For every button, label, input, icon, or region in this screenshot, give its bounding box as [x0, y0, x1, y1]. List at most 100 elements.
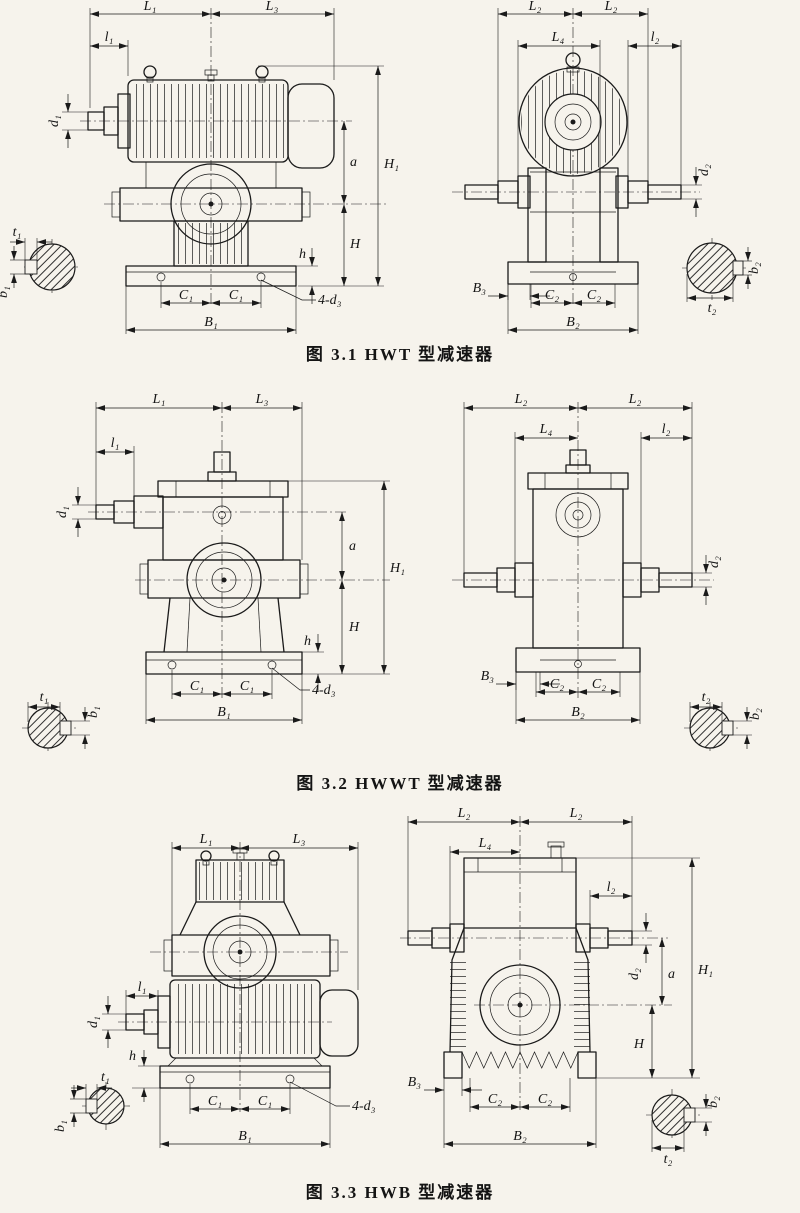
dim-label-C2a: C₂ [550, 677, 564, 692]
dim-label-B3: B₃ [408, 1075, 422, 1090]
dim-label-d1: d₁ [47, 115, 62, 127]
dim-label-B1: B₁ [217, 705, 230, 720]
dim-label-a: a [350, 155, 357, 170]
figure-3-1: L₁ L₃ l₁ d₁ a H H₁ h C₁ C₁ B₁ 4-d₃ [0, 0, 762, 364]
fig3-key-section-right: b₂ t₂ [646, 1089, 721, 1167]
dim-label-l1: l₁ [138, 980, 147, 995]
dim-label-C2b: C₂ [592, 677, 606, 692]
dim-label-h: h [299, 247, 306, 262]
dim-label-t2: t₂ [664, 1152, 673, 1167]
fig2-front-dimensions: L₁ L₃ l₁ d₁ a H H₁ h C₁ C₁ B₁ 4-d₃ [55, 392, 405, 724]
dim-label-B1: B₁ [238, 1129, 251, 1144]
dim-label-h: h [129, 1049, 136, 1064]
dim-label-t1: t₁ [101, 1070, 110, 1085]
dim-label-C2b: C₂ [538, 1092, 552, 1107]
figure-3-3: L₁ L₃ l₁ d₁ h C₁ C₁ B₁ 4-d₃ t₁ b₁ [53, 806, 721, 1202]
dim-label-C2a: C₂ [488, 1092, 502, 1107]
dim-label-B3: B₃ [473, 281, 487, 296]
dim-label-b2: b₂ [747, 262, 762, 274]
fig1-side-view [452, 8, 700, 306]
dim-label-t1: t₁ [40, 690, 49, 705]
dim-label-L4: L₄ [551, 30, 565, 45]
dim-label-L2a: L₂ [514, 392, 528, 407]
dim-label-H: H [633, 1037, 645, 1052]
fig1-front-dimensions: L₁ L₃ l₁ d₁ a H H₁ h C₁ C₁ B₁ 4-d₃ [47, 0, 399, 334]
dim-label-B2: B₂ [571, 705, 585, 720]
dim-label-d2: d₂ [627, 968, 642, 980]
figure-3-2: L₁ L₃ l₁ d₁ a H H₁ h C₁ C₁ B₁ 4-d₃ t₁ [22, 392, 763, 793]
dim-label-L1: L₁ [152, 392, 166, 407]
fig2-key-section-right: t₂ b₂ [684, 690, 763, 754]
fig2-key-section-left: t₁ b₁ [22, 690, 101, 754]
dim-label-b1: b₁ [86, 706, 101, 718]
fig2-front-view [88, 402, 390, 700]
figure-caption-3-3: 图 3.3 HWB 型减速器 [306, 1182, 495, 1202]
dim-label-d2: d₂ [707, 556, 722, 568]
fig1-front-view [80, 8, 386, 306]
dim-label-L2a: L₂ [457, 806, 471, 821]
fig3-front-dimensions: L₁ L₃ l₁ d₁ h C₁ C₁ B₁ 4-d₃ [86, 832, 376, 1148]
fig2-side-view [452, 402, 714, 700]
dim-label-L2b: L₂ [569, 806, 583, 821]
fig3-side-dimensions: L₂ L₂ L₄ l₂ d₂ a H₁ H B₃ C₂ C₂ B₂ [408, 806, 713, 1148]
dim-label-b2: b₂ [748, 708, 763, 720]
dim-label-H: H [349, 237, 361, 252]
dim-label-C2a: C₂ [545, 288, 559, 303]
dim-label-d1: d₁ [55, 506, 70, 518]
figure-caption-3-1: 图 3.1 HWT 型减速器 [306, 344, 494, 364]
fig2-side-dimensions: L₂ L₂ L₄ l₂ d₂ B₃ C₂ C₂ B₂ [463, 392, 722, 724]
dim-label-H1: H₁ [383, 157, 399, 172]
dim-label-4d3: 4-d₃ [318, 293, 342, 308]
dim-label-a: a [349, 539, 356, 554]
dim-label-l1: l₁ [105, 30, 114, 45]
fig3-key-section-left: t₁ b₁ [53, 1070, 130, 1132]
dim-label-B3: B₃ [481, 669, 495, 684]
dim-label-h: h [304, 634, 311, 649]
dim-label-l2: l₂ [662, 422, 671, 437]
dim-label-C1b: C₁ [258, 1094, 272, 1109]
dim-label-t1: t₁ [13, 225, 22, 240]
figure-caption-3-2: 图 3.2 HWWT 型减速器 [296, 773, 503, 793]
dim-label-H: H [348, 620, 360, 635]
dim-label-d1: d₁ [86, 1016, 101, 1028]
fig1-key-section-right: b₂ t₂ [682, 238, 762, 316]
fig3-side-view [400, 816, 672, 1110]
dim-label-H1: H₁ [697, 963, 713, 978]
dim-label-4d3: 4-d₃ [352, 1099, 376, 1114]
fig1-side-dimensions: L₂ L₂ L₄ l₂ d₂ B₃ C₂ C₂ B₂ [473, 0, 712, 334]
dim-label-l2: l₂ [607, 880, 616, 895]
dim-label-B2: B₂ [566, 315, 580, 330]
dim-label-L2a: L₂ [528, 0, 542, 14]
dim-label-L4: L₄ [539, 422, 553, 437]
dim-label-B1: B₁ [204, 315, 217, 330]
dim-label-L2b: L₂ [628, 392, 642, 407]
dim-label-C1a: C₁ [190, 679, 204, 694]
dim-label-d2: d₂ [697, 164, 712, 176]
dim-label-C1b: C₁ [240, 679, 254, 694]
dim-label-a: a [668, 967, 675, 982]
dim-label-H1: H₁ [389, 561, 405, 576]
dim-label-b2: b₂ [706, 1096, 721, 1108]
dim-label-C1a: C₁ [179, 288, 193, 303]
dim-label-C1a: C₁ [208, 1094, 222, 1109]
dim-label-4d3: 4-d₃ [312, 683, 336, 698]
dim-label-l1: l₁ [111, 436, 120, 451]
dim-label-C1b: C₁ [229, 288, 243, 303]
dim-label-L1: L₁ [199, 832, 213, 847]
dim-label-b1: b₁ [0, 286, 11, 298]
dim-label-B2: B₂ [513, 1129, 527, 1144]
dim-label-L3: L₃ [292, 832, 306, 847]
dim-label-t2: t₂ [708, 301, 717, 316]
dim-label-L3: L₃ [255, 392, 269, 407]
dim-label-l2: l₂ [651, 30, 660, 45]
dim-label-L1: L₁ [143, 0, 157, 14]
fig3-front-view [118, 842, 359, 1112]
dim-label-t2: t₂ [702, 690, 711, 705]
dim-label-C2b: C₂ [587, 288, 601, 303]
dim-label-L4: L₄ [478, 836, 492, 851]
fig1-key-section-left: t₁ b₁ [0, 225, 80, 298]
dim-label-b1: b₁ [53, 1120, 68, 1132]
dim-label-L2b: L₂ [604, 0, 618, 14]
